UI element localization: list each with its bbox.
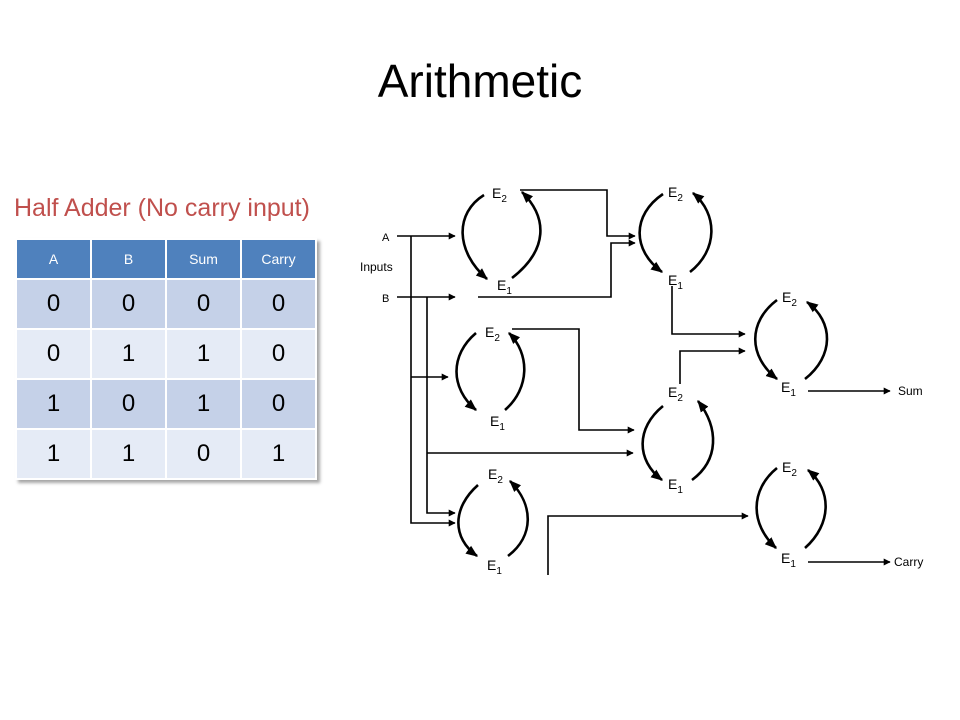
gate-7: [755, 466, 827, 549]
gate-6-left-arc: [457, 484, 479, 558]
cell-sum: 0: [165, 278, 242, 330]
cell-a: 0: [15, 278, 92, 330]
cell-a: 0: [15, 328, 92, 380]
cell-carry: 0: [240, 378, 317, 430]
gate-1-right-arc: [511, 191, 542, 280]
state-label-e2: E2: [782, 289, 797, 309]
gate-3-right-arc: [504, 332, 526, 411]
table-title: Half Adder (No carry input): [14, 194, 310, 222]
half-adder-circuit-diagram: A Inputs B: [360, 184, 923, 577]
header-sum: Sum: [165, 238, 242, 280]
state-label-e2: E2: [488, 466, 503, 486]
gate-7-left-arc: [755, 466, 778, 549]
slide-title: Arithmetic: [377, 55, 583, 107]
state-label-e2: E2: [668, 184, 683, 204]
wire-gate3-gate5: [512, 328, 635, 434]
gate-2-left-arc: [638, 192, 664, 274]
input-a-label: A: [382, 232, 390, 244]
cell-b: 0: [90, 278, 167, 330]
gate-6: [457, 480, 530, 558]
wire-gate1-bottom-gate2: [478, 239, 636, 298]
cell-sum: 1: [165, 328, 242, 380]
state-label-e1: E1: [668, 272, 683, 292]
gate-7-right-arc: [804, 469, 827, 549]
gate-5-left-arc: [641, 404, 664, 482]
gate-4: [754, 298, 829, 381]
cell-b: 0: [90, 378, 167, 430]
state-label-e1: E1: [497, 277, 512, 297]
cell-sum: 0: [165, 428, 242, 480]
input-b-label: B: [382, 293, 389, 305]
state-label-e2: E2: [492, 185, 507, 205]
table-row: 0 1 1 0: [15, 328, 317, 380]
truth-table: A B Sum Carry 0 0 0 0 0 1 1 0 1 0 1 0 1 …: [15, 238, 317, 480]
gate-3: [455, 332, 526, 411]
state-label-e1: E1: [781, 550, 796, 570]
table-row: 1 0 1 0: [15, 378, 317, 430]
circuit-wires: [397, 189, 891, 575]
header-b: B: [90, 238, 167, 280]
header-a: A: [15, 238, 92, 280]
wire-b-vertical: [426, 297, 456, 517]
table-header-row: A B Sum Carry: [15, 238, 317, 280]
wire-gate5-gate4: [679, 347, 746, 384]
gate-1-left-arc: [461, 193, 488, 280]
header-carry: Carry: [240, 238, 317, 280]
gate-4-left-arc: [754, 298, 778, 381]
state-label-e2: E2: [485, 324, 500, 344]
carry-output-label: Carry: [894, 555, 923, 569]
wire-gate1-top-gate2: [520, 189, 636, 240]
state-label-e1: E1: [668, 476, 683, 496]
cell-carry: 1: [240, 428, 317, 480]
gate-3-left-arc: [455, 332, 477, 411]
gate-5-right-arc: [691, 400, 715, 482]
wire-a-vertical: [410, 236, 456, 527]
sum-output-label: Sum: [898, 384, 923, 398]
cell-a: 1: [15, 428, 92, 480]
table-row: 0 0 0 0: [15, 278, 317, 330]
gate-2: [638, 192, 713, 274]
cell-carry: 0: [240, 328, 317, 380]
state-label-e1: E1: [781, 379, 796, 399]
gate-1: [461, 191, 542, 280]
cell-sum: 1: [165, 378, 242, 430]
gate-6-right-arc: [507, 480, 530, 558]
wire-gate6-gate7: [547, 512, 749, 575]
state-label-e1: E1: [487, 557, 502, 577]
state-label-e1: E1: [490, 413, 505, 433]
cell-b: 1: [90, 328, 167, 380]
state-label-e2: E2: [668, 384, 683, 404]
cell-a: 1: [15, 378, 92, 430]
gate-5: [641, 400, 715, 482]
gate-2-right-arc: [689, 192, 713, 274]
inputs-label: Inputs: [360, 260, 393, 274]
state-label-e2: E2: [782, 459, 797, 479]
cell-b: 1: [90, 428, 167, 480]
table-row: 1 1 0 1: [15, 428, 317, 480]
gate-4-right-arc: [804, 300, 829, 381]
wire-gate2-gate4: [671, 286, 746, 338]
cell-carry: 0: [240, 278, 317, 330]
